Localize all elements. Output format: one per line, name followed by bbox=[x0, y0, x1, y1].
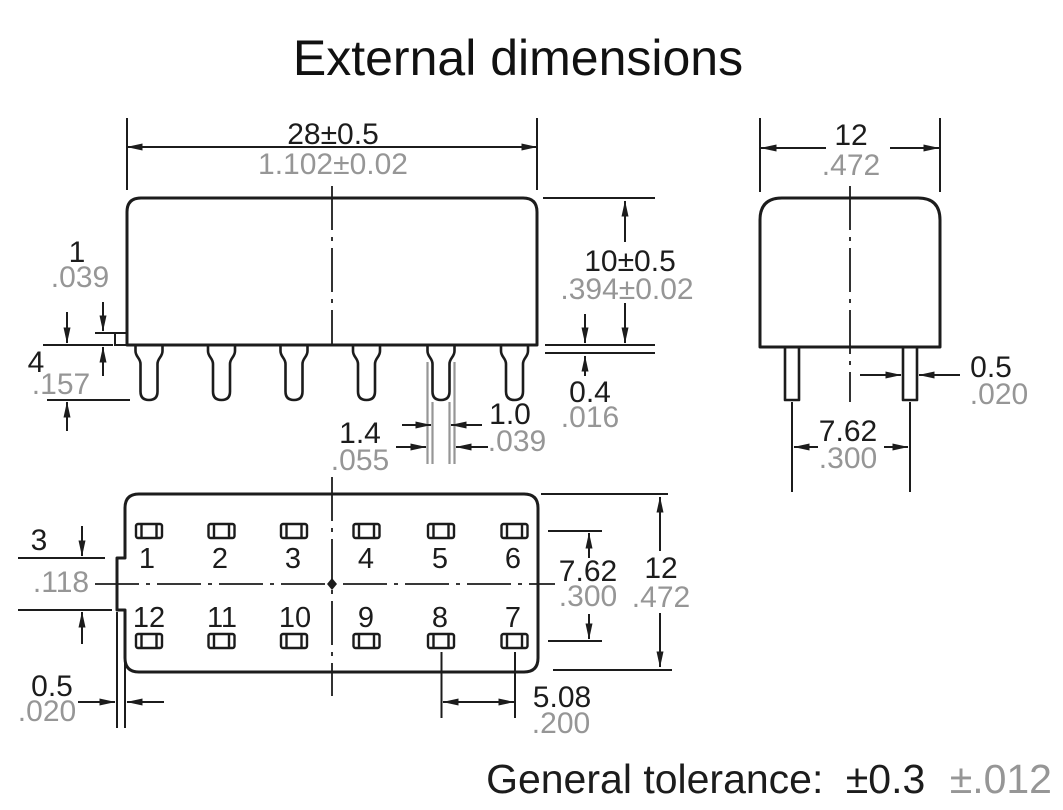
bottom-tab-height-inch: .118 bbox=[33, 566, 89, 599]
front-notch bbox=[114, 332, 127, 346]
front-standoff-mm: 0.4 bbox=[569, 376, 611, 409]
pin-slot bbox=[207, 632, 236, 650]
pin-number-2: 2 bbox=[212, 543, 228, 575]
general-tolerance-inch: ±.012 bbox=[950, 756, 1052, 802]
bottom-row-pitch-mm: 7.62 bbox=[559, 555, 617, 588]
pin-slot bbox=[134, 632, 164, 650]
pin-number-10: 10 bbox=[279, 602, 311, 634]
front-standoff-inch: .016 bbox=[561, 401, 619, 434]
pin-number-5: 5 bbox=[432, 543, 448, 575]
front-body-outline bbox=[125, 196, 539, 347]
general-tolerance-note: General tolerance: ±0.3 ±.012 bbox=[486, 756, 1052, 802]
side-pin-right bbox=[901, 345, 919, 402]
pin-slot bbox=[279, 522, 309, 540]
pin-number-11: 11 bbox=[207, 602, 237, 634]
bottom-tab-width-inch: .020 bbox=[18, 695, 76, 728]
pin-slot bbox=[207, 522, 236, 540]
side-width-inch: .472 bbox=[822, 149, 880, 182]
front-pin-5 bbox=[426, 345, 456, 402]
front-notch-inch: .039 bbox=[51, 261, 109, 294]
pin-number-1: 1 bbox=[139, 543, 155, 575]
front-pin-length-inch: .157 bbox=[32, 368, 90, 401]
front-pin-4 bbox=[351, 345, 382, 402]
side-pin-thickness-inch: .020 bbox=[970, 378, 1028, 411]
general-tolerance-label: General tolerance: bbox=[486, 756, 823, 802]
bottom-depth-mm: 12 bbox=[644, 552, 677, 585]
side-pin-pitch-mm: 7.62 bbox=[819, 415, 877, 448]
front-height-mm: 10±0.5 bbox=[584, 245, 676, 278]
front-pin-3 bbox=[279, 345, 309, 402]
front-pin-narrow-inch: .039 bbox=[488, 425, 546, 458]
pin-slot bbox=[134, 522, 164, 540]
pin-number-3: 3 bbox=[285, 543, 301, 575]
pin-slot bbox=[500, 522, 529, 540]
pin-number-4: 4 bbox=[358, 543, 374, 575]
bottom-view: 1 2 3 4 5 6 12 11 10 9 8 7 3 .118 0.5 .0… bbox=[18, 477, 690, 740]
front-pin-length-mm: 4 bbox=[28, 346, 45, 379]
side-body-outline bbox=[758, 196, 942, 349]
general-tolerance-mm: ±0.3 bbox=[846, 756, 926, 802]
pin-number-12: 12 bbox=[133, 602, 165, 634]
front-notch-mm: 1 bbox=[69, 236, 86, 269]
pin-slot bbox=[426, 522, 456, 540]
pin-number-8: 8 bbox=[432, 602, 448, 634]
bottom-pin-slots-top bbox=[134, 522, 529, 540]
bottom-pin-pitch-inch: .200 bbox=[532, 707, 590, 740]
pin-slot bbox=[500, 632, 529, 650]
pin-number-6: 6 bbox=[505, 543, 521, 575]
bottom-pin-slots-bottom bbox=[134, 632, 529, 650]
front-pin-1 bbox=[134, 345, 164, 402]
side-pin-thickness-mm: 0.5 bbox=[970, 351, 1012, 384]
front-pin-narrow-mm: 1.0 bbox=[489, 398, 531, 431]
side-width-mm: 12 bbox=[834, 119, 867, 152]
side-pin-left bbox=[783, 345, 801, 402]
page-title: External dimensions bbox=[293, 30, 743, 86]
front-pin-2 bbox=[206, 345, 237, 402]
bottom-body-outline bbox=[115, 492, 540, 674]
bottom-depth-inch: .472 bbox=[632, 581, 690, 614]
front-width-mm: 28±0.5 bbox=[287, 118, 379, 151]
front-pin-6 bbox=[499, 345, 530, 402]
center-mark bbox=[327, 578, 337, 590]
bottom-pin-pitch-mm: 5.08 bbox=[533, 681, 591, 714]
pin-slot bbox=[352, 632, 381, 650]
front-pin-wide-inch: .055 bbox=[331, 444, 389, 477]
pin-slot bbox=[279, 632, 309, 650]
front-pin-wide-mm: 1.4 bbox=[339, 417, 381, 450]
pin-number-7: 7 bbox=[505, 602, 521, 634]
pin-number-9: 9 bbox=[358, 602, 374, 634]
front-view: 28±0.5 1.102±0.02 1 .039 4 .157 1.0 .039… bbox=[28, 118, 694, 477]
front-width-inch: 1.102±0.02 bbox=[258, 148, 408, 181]
front-height-inch: .394±0.02 bbox=[560, 273, 693, 306]
side-view: 12 .472 0.5 .020 7.62 .300 bbox=[758, 118, 1028, 492]
pin-slot bbox=[352, 522, 381, 540]
bottom-tab-height-mm: 3 bbox=[31, 524, 48, 557]
bottom-tab-width-mm: 0.5 bbox=[31, 670, 73, 703]
bottom-row-pitch-inch: .300 bbox=[559, 580, 617, 613]
pin-slot bbox=[426, 632, 456, 650]
side-pin-pitch-inch: .300 bbox=[819, 442, 877, 475]
